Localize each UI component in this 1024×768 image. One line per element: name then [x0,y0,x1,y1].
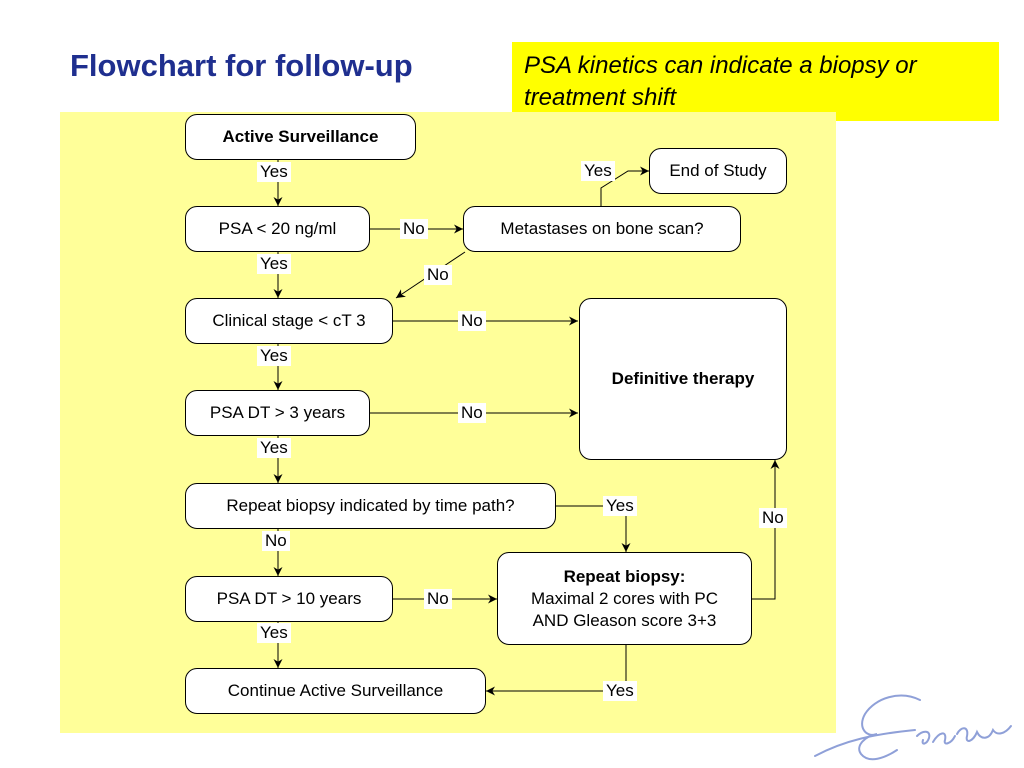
label-meta-to-stage: No [424,265,452,285]
node-psa-dt-3: PSA DT > 3 years [185,390,370,436]
label-as-to-psa20: Yes [257,162,291,182]
page-title: Flowchart for follow-up [70,48,413,83]
label-dt3-to-rbq: Yes [257,438,291,458]
repeat-biopsy-line1: Maximal 2 cores with PC [530,588,719,608]
edge-rb-to-dt [752,460,780,600]
callout-note: PSA kinetics can indicate a biopsy or tr… [512,42,999,121]
label-stage-to-dt: No [458,311,486,331]
node-repeat-biopsy: Repeat biopsy: Maximal 2 cores with PC A… [497,552,752,645]
label-stage-to-dt3: Yes [257,346,291,366]
label-meta-to-end: Yes [581,161,615,181]
erasmus-signature-logo [814,694,1012,761]
label-dt10-to-rb: No [424,589,452,609]
label-rbq-to-dt10: No [262,531,290,551]
label-psa20-to-stage: Yes [257,254,291,274]
node-active-surveillance: Active Surveillance [185,114,416,160]
label-rb-to-dt: No [759,508,787,528]
label-rbq-to-rb: Yes [603,496,637,516]
repeat-biopsy-line2: AND Gleason score 3+3 [532,610,717,630]
node-continue-active-surveillance: Continue Active Surveillance [185,668,486,714]
node-repeat-biopsy-question: Repeat biopsy indicated by time path? [185,483,556,529]
label-dt3-to-dt: No [458,403,486,423]
node-psa-dt-10: PSA DT > 10 years [185,576,393,622]
node-psa-20: PSA < 20 ng/ml [185,206,370,252]
label-rb-to-cas: Yes [603,681,637,701]
node-metastases: Metastases on bone scan? [463,206,741,252]
label-psa20-to-meta: No [400,219,428,239]
node-clinical-stage: Clinical stage < cT 3 [185,298,393,344]
label-dt10-to-cas: Yes [257,623,291,643]
node-end-of-study: End of Study [649,148,787,194]
repeat-biopsy-title: Repeat biopsy: [563,566,686,586]
node-definitive-therapy: Definitive therapy [579,298,787,460]
